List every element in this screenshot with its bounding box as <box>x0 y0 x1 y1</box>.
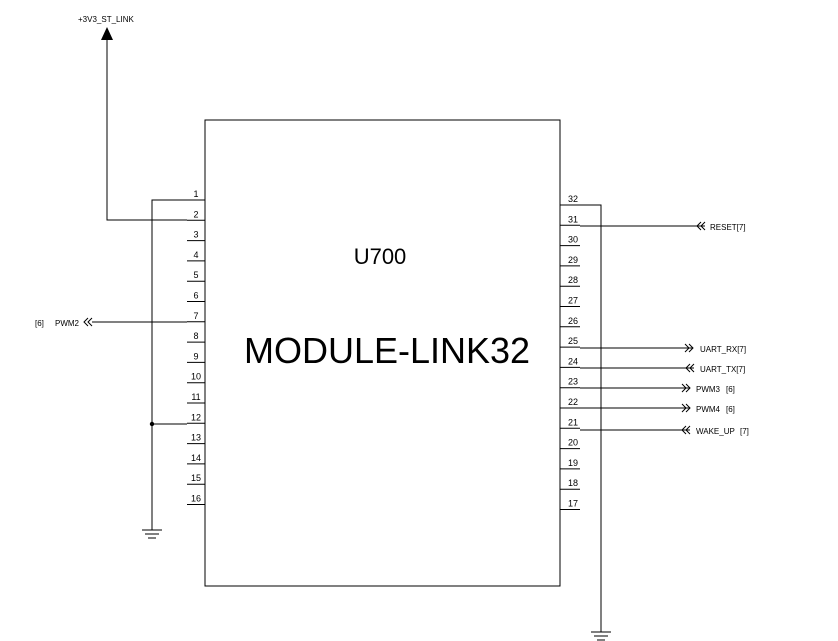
pin-number-7: 7 <box>193 311 198 321</box>
pin-number-2: 2 <box>193 209 198 219</box>
component-body <box>204 119 561 587</box>
power-arrow-icon <box>101 27 113 40</box>
pwm3-chevron-icon <box>681 383 687 393</box>
pin-number-12: 12 <box>191 412 201 422</box>
component-value: MODULE-LINK32 <box>244 330 530 371</box>
pin-number-1: 1 <box>193 189 198 199</box>
pwm2-ref: [6] <box>35 319 44 328</box>
pin-number-32: 32 <box>568 194 578 204</box>
pin-number-30: 30 <box>568 235 578 245</box>
uart-rx-label: UART_RX[7] <box>700 345 746 354</box>
left-ground-wire <box>151 199 187 530</box>
pin-number-20: 20 <box>568 438 578 448</box>
pwm2-label: PWM2 <box>55 319 80 328</box>
pin-number-4: 4 <box>193 250 198 260</box>
pin-number-27: 27 <box>568 296 578 306</box>
uart-tx-label: UART_TX[7] <box>700 365 745 374</box>
wake-up-label: WAKE_UP <box>696 427 735 436</box>
pin-number-26: 26 <box>568 316 578 326</box>
uart-tx-chevron-icon <box>685 363 691 373</box>
pin-number-29: 29 <box>568 255 578 265</box>
pin-number-13: 13 <box>191 433 201 443</box>
pwm4-chevron-icon <box>681 403 687 413</box>
pin-number-21: 21 <box>568 417 578 427</box>
pin-number-11: 11 <box>191 392 200 402</box>
component-ref: U700 <box>354 244 407 269</box>
pwm3-ref: [6] <box>726 385 735 394</box>
pin-number-19: 19 <box>568 458 578 468</box>
right-ground-icon <box>591 631 611 641</box>
pwm3-label: PWM3 <box>696 385 721 394</box>
left-ground-icon <box>142 529 162 539</box>
wake-up-ref: [7] <box>740 427 749 436</box>
pin-number-18: 18 <box>568 478 578 488</box>
pin-number-22: 22 <box>568 397 578 407</box>
pin-number-5: 5 <box>193 270 198 280</box>
power-net-label: +3V3_ST_LINK <box>78 15 134 24</box>
pin-number-15: 15 <box>191 473 201 483</box>
pin-number-3: 3 <box>193 230 198 240</box>
pwm4-label: PWM4 <box>696 405 721 414</box>
junction-dot <box>149 421 155 427</box>
pin-number-17: 17 <box>568 499 578 509</box>
pin-number-6: 6 <box>193 291 198 301</box>
pin-number-9: 9 <box>193 351 198 361</box>
pwm4-ref: [6] <box>726 405 735 414</box>
pin-number-16: 16 <box>191 494 201 504</box>
pwm2-chevron-icon <box>87 317 93 327</box>
power-wire <box>106 38 187 221</box>
wake-up-chevron-icon <box>681 425 687 435</box>
pin-number-28: 28 <box>568 275 578 285</box>
uart-rx-chevron-icon <box>684 343 690 353</box>
pin-number-8: 8 <box>193 331 198 341</box>
pin-number-23: 23 <box>568 377 578 387</box>
pin-number-24: 24 <box>568 356 578 366</box>
pin-number-31: 31 <box>568 214 578 224</box>
reset-label: RESET[7] <box>710 223 746 232</box>
right-pin-group: 32 31 30 29 28 27 26 25 24 23 22 21 20 19 18 17 <box>560 194 580 510</box>
pin-number-14: 14 <box>191 453 201 463</box>
right-ground-wire <box>580 204 602 632</box>
pin-number-25: 25 <box>568 336 578 346</box>
reset-chevron-icon <box>696 221 702 231</box>
pin-number-10: 10 <box>191 372 201 382</box>
